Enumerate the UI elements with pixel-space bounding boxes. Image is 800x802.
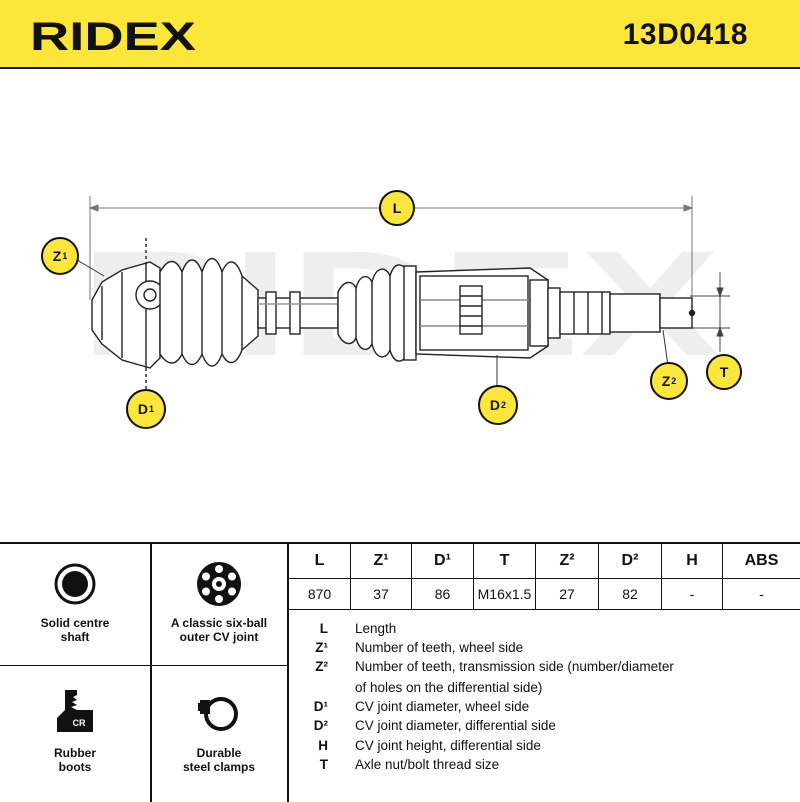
spec-value-abs: - [759,586,764,602]
steel-clamp-icon [198,697,238,731]
legend-row: D¹ CV joint diameter, wheel side [290,699,790,718]
feature-six-ball-joint: A classic six-ball outer CV joint [151,544,287,665]
legend-text: CV joint height, differential side [355,738,541,753]
spec-header-d1: D¹ [434,552,451,569]
spec-header-z2: Z² [559,552,575,569]
spec-value-d2: 82 [622,586,638,602]
legend-text: CV joint diameter, differential side [355,718,556,733]
feature-rubber-boots-label: Rubber boots [54,746,96,774]
legend-text: Axle nut/bolt thread size [355,757,500,772]
spec-value-z2: 27 [559,586,575,602]
legend-key: D² [313,718,328,733]
spec-header-abs: ABS [744,552,779,569]
feature-divider-v2 [287,544,289,802]
legend-key: H [318,738,328,753]
spec-value-l: 870 [307,586,332,602]
d1-sup: 1 [149,404,155,414]
drive-shaft [91,238,696,392]
ridex-logo: RIDEX [30,17,196,57]
feature-solid-shaft-label: Solid centre shaft [40,616,110,644]
technical-drawing: RIDEX [0,69,800,543]
z1-label: Z [52,248,62,264]
brand-logo-text: RIDEX [30,17,196,57]
spec-col-divider [411,544,412,609]
feature-steel-clamps: Durable steel clamps [151,666,287,802]
feature-steel-clamps-label: Durable steel clamps [182,746,256,774]
t-label: T [719,364,729,380]
legend-key: Z² [315,659,328,674]
legend-text: Number of teeth, wheel side [355,640,524,655]
z1-sup: 1 [62,251,68,261]
part-number: 13D0418 [622,18,748,51]
z2-label: Z [661,373,671,389]
spec-value-z1: 37 [373,586,389,602]
spec-header-divider [288,578,800,579]
legend-text: Length [355,621,397,636]
d1-label: D [137,401,149,417]
legend-row: L Length [290,621,790,640]
solid-shaft-icon [54,563,96,605]
thread-dimension [690,272,730,352]
feature-divider-v1 [150,544,152,802]
t-badge: T [706,354,742,390]
rubber-boot-icon: CR [57,690,93,732]
rubber-boot-icon-text: CR [73,718,86,728]
header-bar: RIDEX 13D0418 [0,0,800,69]
spec-value-h: - [689,586,695,602]
spec-header-d2: D² [621,552,639,569]
feature-divider-h [0,665,288,666]
feature-solid-shaft: Solid centre shaft [0,544,150,665]
spec-col-divider [350,544,351,609]
legend-key: T [319,757,328,772]
legend-text: of holes on the differential side) [355,680,543,695]
spec-col-divider [661,544,662,609]
z2-sup: 2 [671,376,677,386]
spec-header-t: T [499,552,510,569]
feature-six-ball-joint-label: A classic six-ball outer CV joint [170,616,268,644]
legend-key: L [319,621,328,636]
spec-header-h: H [686,552,698,569]
spec-header-l: L [314,552,325,569]
spec-col-divider [722,544,723,609]
legend-row: Z² Number of teeth, transmission side (n… [290,659,790,678]
six-ball-joint-icon [197,562,241,606]
l-label: L [392,200,402,216]
feature-rubber-boots: CR Rubber boots [0,666,150,802]
legend-row: Z¹ Number of teeth, wheel side [290,640,790,659]
spec-header-z1: Z¹ [373,552,389,569]
d2-sup: 2 [501,400,507,410]
spec-values-divider [288,609,800,610]
spec-col-divider [473,544,474,609]
legend-row: H CV joint height, differential side [290,738,790,757]
legend-row: of holes on the differential side) [290,680,790,699]
drive-shaft-drawing: RIDEX [71,196,730,406]
spec-value-d1: 86 [434,586,451,602]
legend-text: Number of teeth, transmission side (numb… [355,659,674,674]
d2-label: D [489,397,501,413]
l-badge: L [379,190,415,226]
legend-key: Z¹ [315,640,328,655]
legend-row: T Axle nut/bolt thread size [290,757,790,776]
legend-text: CV joint diameter, wheel side [355,699,530,714]
spec-col-divider [598,544,599,609]
spec-col-divider [535,544,536,609]
legend-row: D² CV joint diameter, differential side [290,718,790,737]
legend-key: D¹ [313,699,328,714]
spec-value-t: M16x1.5 [477,586,532,602]
spec-panel: Solid centre shaft A classic six-ball ou… [0,542,800,802]
